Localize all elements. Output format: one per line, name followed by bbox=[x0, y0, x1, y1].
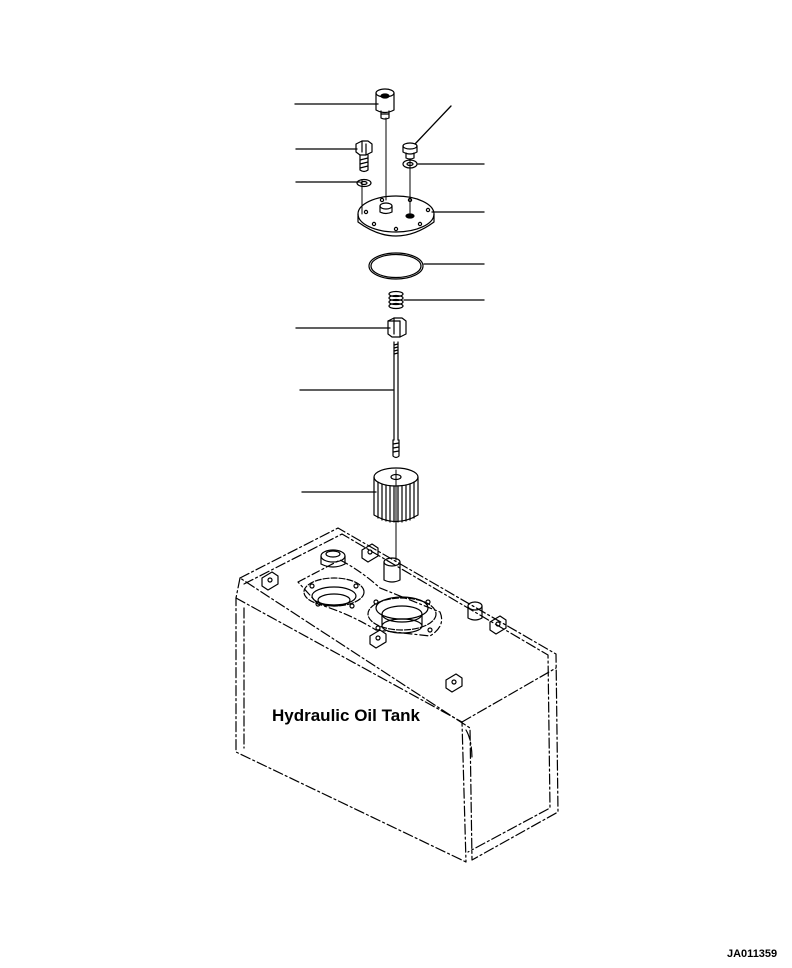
tank-port-left bbox=[303, 577, 365, 609]
plug bbox=[402, 142, 418, 160]
spring bbox=[388, 290, 404, 310]
o-ring-large bbox=[368, 252, 424, 280]
o-ring-small bbox=[402, 159, 418, 169]
bolt bbox=[355, 140, 373, 173]
strainer-element bbox=[373, 467, 419, 523]
tank-boss bbox=[467, 601, 483, 621]
filler-neck bbox=[320, 549, 346, 568]
breather-cap bbox=[375, 88, 395, 120]
rod bbox=[392, 341, 400, 459]
hydraulic-oil-tank bbox=[235, 527, 559, 863]
nut bbox=[387, 317, 407, 338]
assembly-axis-lines bbox=[361, 117, 411, 561]
leader-lines bbox=[294, 103, 485, 493]
tank-bracket bbox=[445, 673, 463, 693]
leader-line-plug bbox=[414, 105, 452, 145]
tank-bracket bbox=[489, 615, 507, 635]
tank-bracket bbox=[361, 543, 379, 563]
drawing-id: JA011359 bbox=[727, 948, 778, 960]
tank-label: Hydraulic Oil Tank bbox=[272, 706, 421, 725]
tank-port-right bbox=[367, 596, 437, 634]
tank-stub bbox=[383, 557, 401, 583]
washer bbox=[356, 178, 372, 188]
cover-plate bbox=[357, 195, 435, 237]
tank-bracket bbox=[261, 571, 279, 591]
tank-bracket bbox=[369, 629, 387, 649]
